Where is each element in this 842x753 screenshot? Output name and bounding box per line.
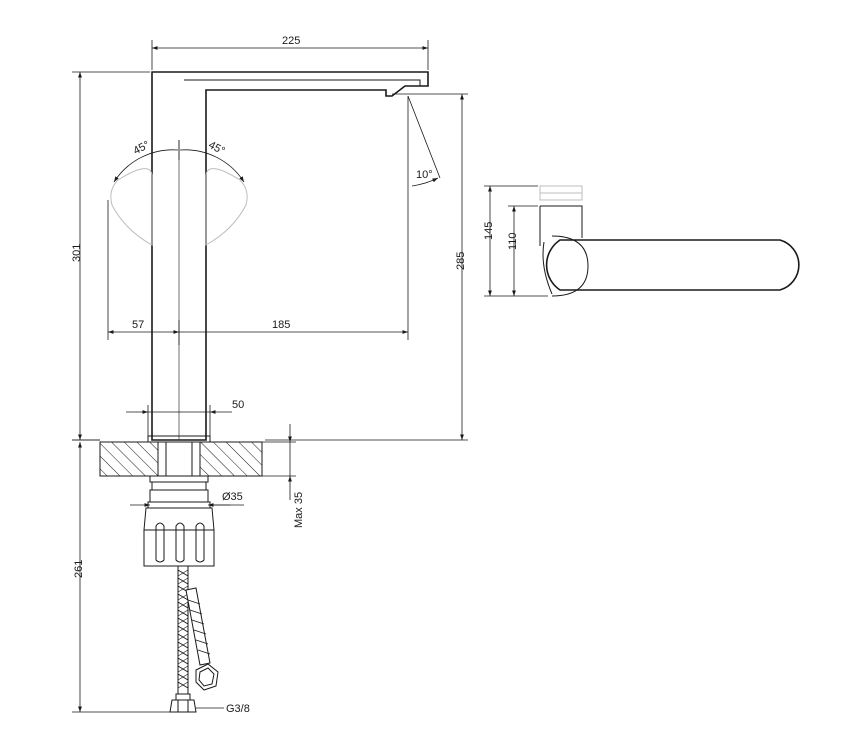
dim-57-185: 57 185 [107,200,408,345]
thread-label: G3/8 [226,703,250,715]
dim-225: 225 [151,35,429,70]
dim-57-label: 57 [132,319,144,331]
spout-angle: 10° [407,95,441,340]
dim-110-label: 110 [507,232,519,250]
mounting-nut [143,475,215,567]
faucet-body [147,71,429,443]
dim-145-110: 145 110 [483,185,548,297]
dim-261: 261 [72,442,170,713]
supply-hoses [169,565,219,713]
dim-285-label: 285 [455,252,467,270]
dim-145-label: 145 [483,222,495,240]
dim-285: 285 [265,93,468,441]
dim-max35-label: Max 35 [293,492,305,528]
dim-301-label: 301 [71,244,83,262]
dim-50: 50 [126,399,244,436]
thread-callout: G3/8 [196,703,250,715]
dim-261-label: 261 [73,560,85,578]
dim-dia35-label: Ø35 [222,491,243,503]
handle-side-view [539,185,800,297]
dim-185-label: 185 [272,319,290,331]
handle-swing-ghost [110,168,248,246]
dim-225-label: 225 [282,35,300,47]
angle-right-label: 45° [206,139,226,157]
dim-max35: Max 35 [262,424,305,528]
countertop [99,441,263,477]
dim-50-label: 50 [232,399,244,411]
dim-dia35: Ø35 [130,491,244,507]
dim-301: 301 [71,71,150,441]
angle-spout-label: 10° [416,169,433,181]
